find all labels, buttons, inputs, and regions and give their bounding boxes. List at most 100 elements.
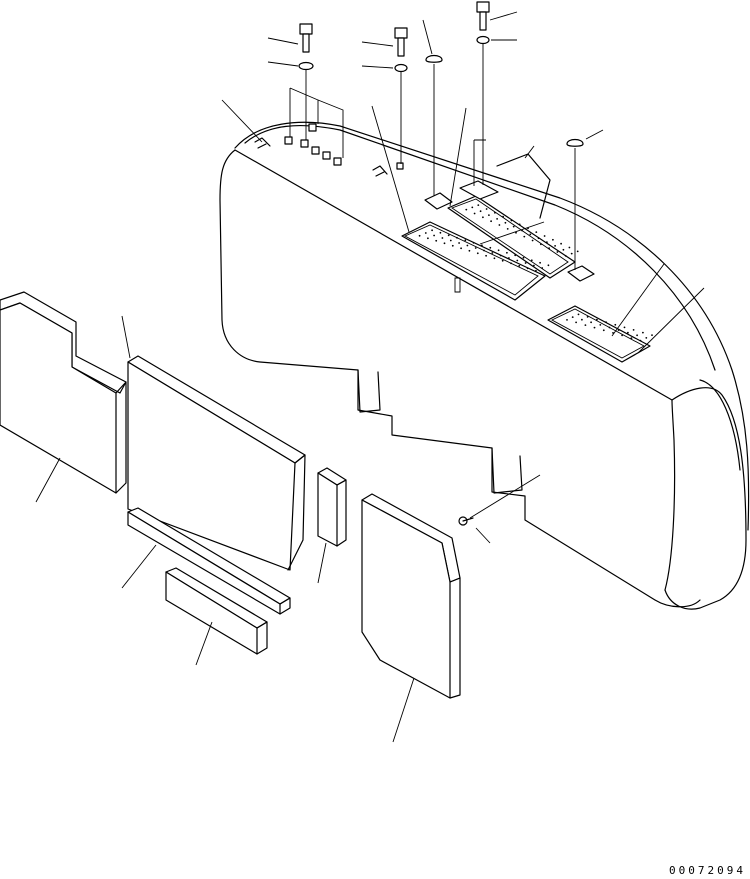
grip-dot bbox=[608, 326, 611, 329]
strip-long bbox=[128, 508, 290, 614]
bolt-2 bbox=[395, 28, 407, 56]
grip-dot bbox=[524, 262, 527, 264]
grip-dot bbox=[540, 243, 542, 246]
grip-dot bbox=[465, 208, 468, 211]
grip-dot bbox=[472, 241, 475, 244]
lug-blocks bbox=[255, 124, 403, 176]
grip-dot bbox=[441, 237, 444, 239]
grip-dot bbox=[531, 239, 534, 242]
grip-dot bbox=[496, 218, 498, 220]
grip-dot bbox=[510, 219, 513, 222]
plug-1 bbox=[426, 56, 442, 63]
grip-dot bbox=[529, 233, 532, 236]
grip-dot bbox=[623, 326, 626, 329]
grip-dot bbox=[621, 334, 623, 337]
grip-dot bbox=[491, 252, 494, 254]
grip-dot bbox=[468, 249, 471, 252]
grip-dot bbox=[431, 229, 433, 232]
pad bbox=[568, 266, 594, 281]
plug-2 bbox=[567, 140, 583, 147]
grip-dot bbox=[471, 206, 474, 209]
grip-dot bbox=[518, 223, 521, 226]
grip-texture bbox=[418, 204, 653, 342]
grip-dot bbox=[522, 256, 525, 259]
grip-dot bbox=[473, 212, 476, 215]
grip-dot bbox=[596, 318, 598, 321]
grip-dot bbox=[490, 220, 492, 223]
grip-dot bbox=[523, 235, 526, 238]
grip-dot bbox=[483, 249, 485, 252]
grip-dot bbox=[494, 211, 496, 214]
grip-dot bbox=[651, 334, 653, 336]
grip-dot bbox=[466, 244, 469, 247]
grip-dot bbox=[443, 242, 446, 245]
counterweight-body bbox=[220, 122, 749, 609]
grip-dot bbox=[562, 248, 565, 251]
grip-dot bbox=[543, 235, 546, 237]
pad bbox=[460, 181, 498, 199]
grip-plate-long bbox=[402, 222, 545, 300]
grip-dot bbox=[506, 251, 508, 254]
grip-dot bbox=[617, 329, 620, 331]
grip-dot bbox=[541, 267, 544, 269]
pad bbox=[425, 193, 452, 209]
guide-lines bbox=[290, 44, 575, 270]
grip-dot bbox=[526, 267, 529, 270]
grip-dot bbox=[516, 259, 519, 262]
grip-dot bbox=[639, 339, 642, 342]
grip-dot bbox=[498, 224, 501, 226]
grip-dot bbox=[479, 210, 482, 213]
grip-dot bbox=[570, 252, 573, 255]
grip-dot bbox=[435, 239, 438, 242]
grip-dot bbox=[485, 208, 488, 210]
grip-dot bbox=[593, 326, 596, 329]
grip-dot bbox=[488, 214, 490, 217]
grip-dot bbox=[632, 329, 635, 331]
grip-dot bbox=[489, 246, 492, 249]
grip-dot bbox=[510, 262, 512, 265]
grip-dot bbox=[577, 313, 580, 316]
bolt-1 bbox=[300, 24, 312, 52]
grip-dot bbox=[530, 259, 533, 262]
grip-dot bbox=[566, 319, 568, 321]
grip-dot bbox=[547, 264, 550, 267]
grip-dot bbox=[581, 318, 583, 321]
cover-plate-center bbox=[128, 356, 305, 570]
grip-dot bbox=[548, 247, 550, 250]
grip-dot bbox=[546, 241, 548, 244]
grip-plate-right bbox=[548, 306, 650, 362]
grip-dot bbox=[539, 261, 541, 264]
grip-dot bbox=[449, 239, 452, 242]
grip-dot bbox=[568, 246, 571, 249]
bolt-3 bbox=[477, 2, 489, 30]
grip-dot bbox=[564, 255, 567, 257]
grip-dot bbox=[560, 242, 562, 245]
washer-1 bbox=[299, 63, 313, 70]
grip-dot bbox=[602, 329, 605, 332]
grip-dot bbox=[576, 250, 579, 253]
grip-dot bbox=[506, 228, 509, 230]
washer-3 bbox=[477, 37, 489, 44]
grip-dot bbox=[590, 321, 592, 324]
grip-dot bbox=[502, 215, 504, 218]
grip-dot bbox=[642, 331, 644, 334]
grip-dot bbox=[515, 231, 517, 234]
grip-dot bbox=[499, 254, 502, 257]
grip-dot bbox=[537, 237, 540, 240]
grip-dot bbox=[605, 321, 607, 323]
grip-dot bbox=[485, 254, 487, 257]
grip-dot bbox=[456, 236, 458, 239]
grip-dot bbox=[451, 244, 454, 247]
grip-dot bbox=[575, 321, 577, 324]
grip-dot bbox=[464, 239, 467, 242]
small-block bbox=[318, 468, 346, 546]
grip-dot bbox=[497, 249, 500, 252]
nameplate bbox=[497, 154, 550, 218]
grip-dot bbox=[439, 231, 442, 234]
grip-dot bbox=[474, 247, 477, 249]
grip-dot bbox=[514, 254, 517, 257]
grip-dot bbox=[482, 216, 484, 219]
grip-dot bbox=[630, 337, 633, 339]
leader-lines bbox=[36, 12, 704, 742]
grip-dot bbox=[552, 238, 554, 241]
